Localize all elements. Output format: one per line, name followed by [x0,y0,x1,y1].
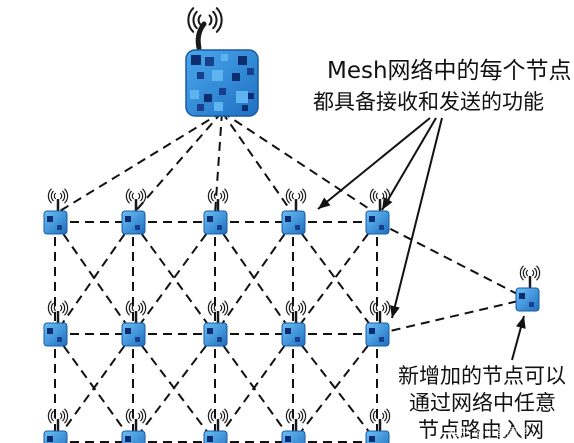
mesh-node-icon-r1-c1 [121,300,147,347]
mesh-links [54,111,528,443]
wifi-signal-icon [369,188,391,204]
wifi-signal-icon [207,408,229,424]
diag-down-0-1 [132,221,216,335]
mesh-node-icon-r0-c3 [281,188,307,235]
wifi-signal-icon [47,408,69,424]
diag-up-0-2 [214,221,294,335]
arrow-to-new-node [511,315,526,361]
mesh-node-icon-r1-c3 [281,300,307,347]
antenna-icon [195,21,207,51]
mesh-node-icon-r0-c0 [43,188,69,235]
mesh-node-icon-r0-c2 [203,188,229,235]
gateway-link-1 [132,111,223,215]
gateway-link-3 [221,111,294,215]
diag-up-1-3 [292,333,378,443]
gateway-router-icon [185,7,259,117]
arrow-to-node-1 [317,117,431,210]
wifi-signal-icon [207,188,229,204]
wifi-signal-icon [285,408,307,424]
mesh-node-icon-r1-c2 [203,300,229,347]
caption-bottom-line-3: 节点路由入网 [418,418,544,442]
diag-up-1-1 [132,333,216,443]
new-mesh-node-icon [515,265,541,312]
wifi-signal-icon [285,188,307,204]
diag-up-0-1 [132,221,216,335]
wifi-signal-icon [369,408,391,424]
mesh-node-icon-r1-c4 [365,300,391,347]
caption-top-line-2: 都具备接收和发送的功能 [313,90,544,114]
caption-bottom-line-2: 通过网络中任意 [409,391,556,415]
pointer-arrows [317,117,526,361]
diag-up-1-0 [54,333,134,443]
caption-top-line-1: Mesh网络中的每个节点 [327,58,572,84]
diag-down-0-3 [292,221,378,335]
wifi-signal-icon [125,408,147,424]
gateway-link-4 [221,111,378,215]
gateway-link-2 [214,111,223,215]
gateway-link-0 [54,111,223,215]
mesh-node-icon-r2-c0 [43,408,69,443]
mesh-node-icon-r1-c0 [43,300,69,347]
arrow-to-node-3 [390,117,443,319]
diag-up-0-0 [54,221,134,335]
wifi-signal-icon [519,265,541,281]
wifi-signal-icon [285,300,307,316]
new-node-link-upper [376,221,528,300]
wifi-signal-icon [207,300,229,316]
wifi-signal-icon [187,7,223,33]
diag-up-1-2 [214,333,294,443]
wifi-signal-icon [47,300,69,316]
wifi-signal-icon [125,188,147,204]
mesh-node-icon-r2-c2 [203,408,229,443]
wifi-signal-icon [125,300,147,316]
caption-bottom-line-1: 新增加的节点可以 [398,364,566,388]
mesh-node-icon-r0-c4 [365,188,391,235]
wifi-signal-icon [369,300,391,316]
mesh-nodes [43,7,541,443]
new-node-link-lower [376,298,528,335]
wifi-signal-icon [47,188,69,204]
mesh-node-icon-r0-c1 [121,188,147,235]
watermark: 知乎 @小昌同学 [448,426,529,439]
diag-up-0-3 [292,221,378,335]
